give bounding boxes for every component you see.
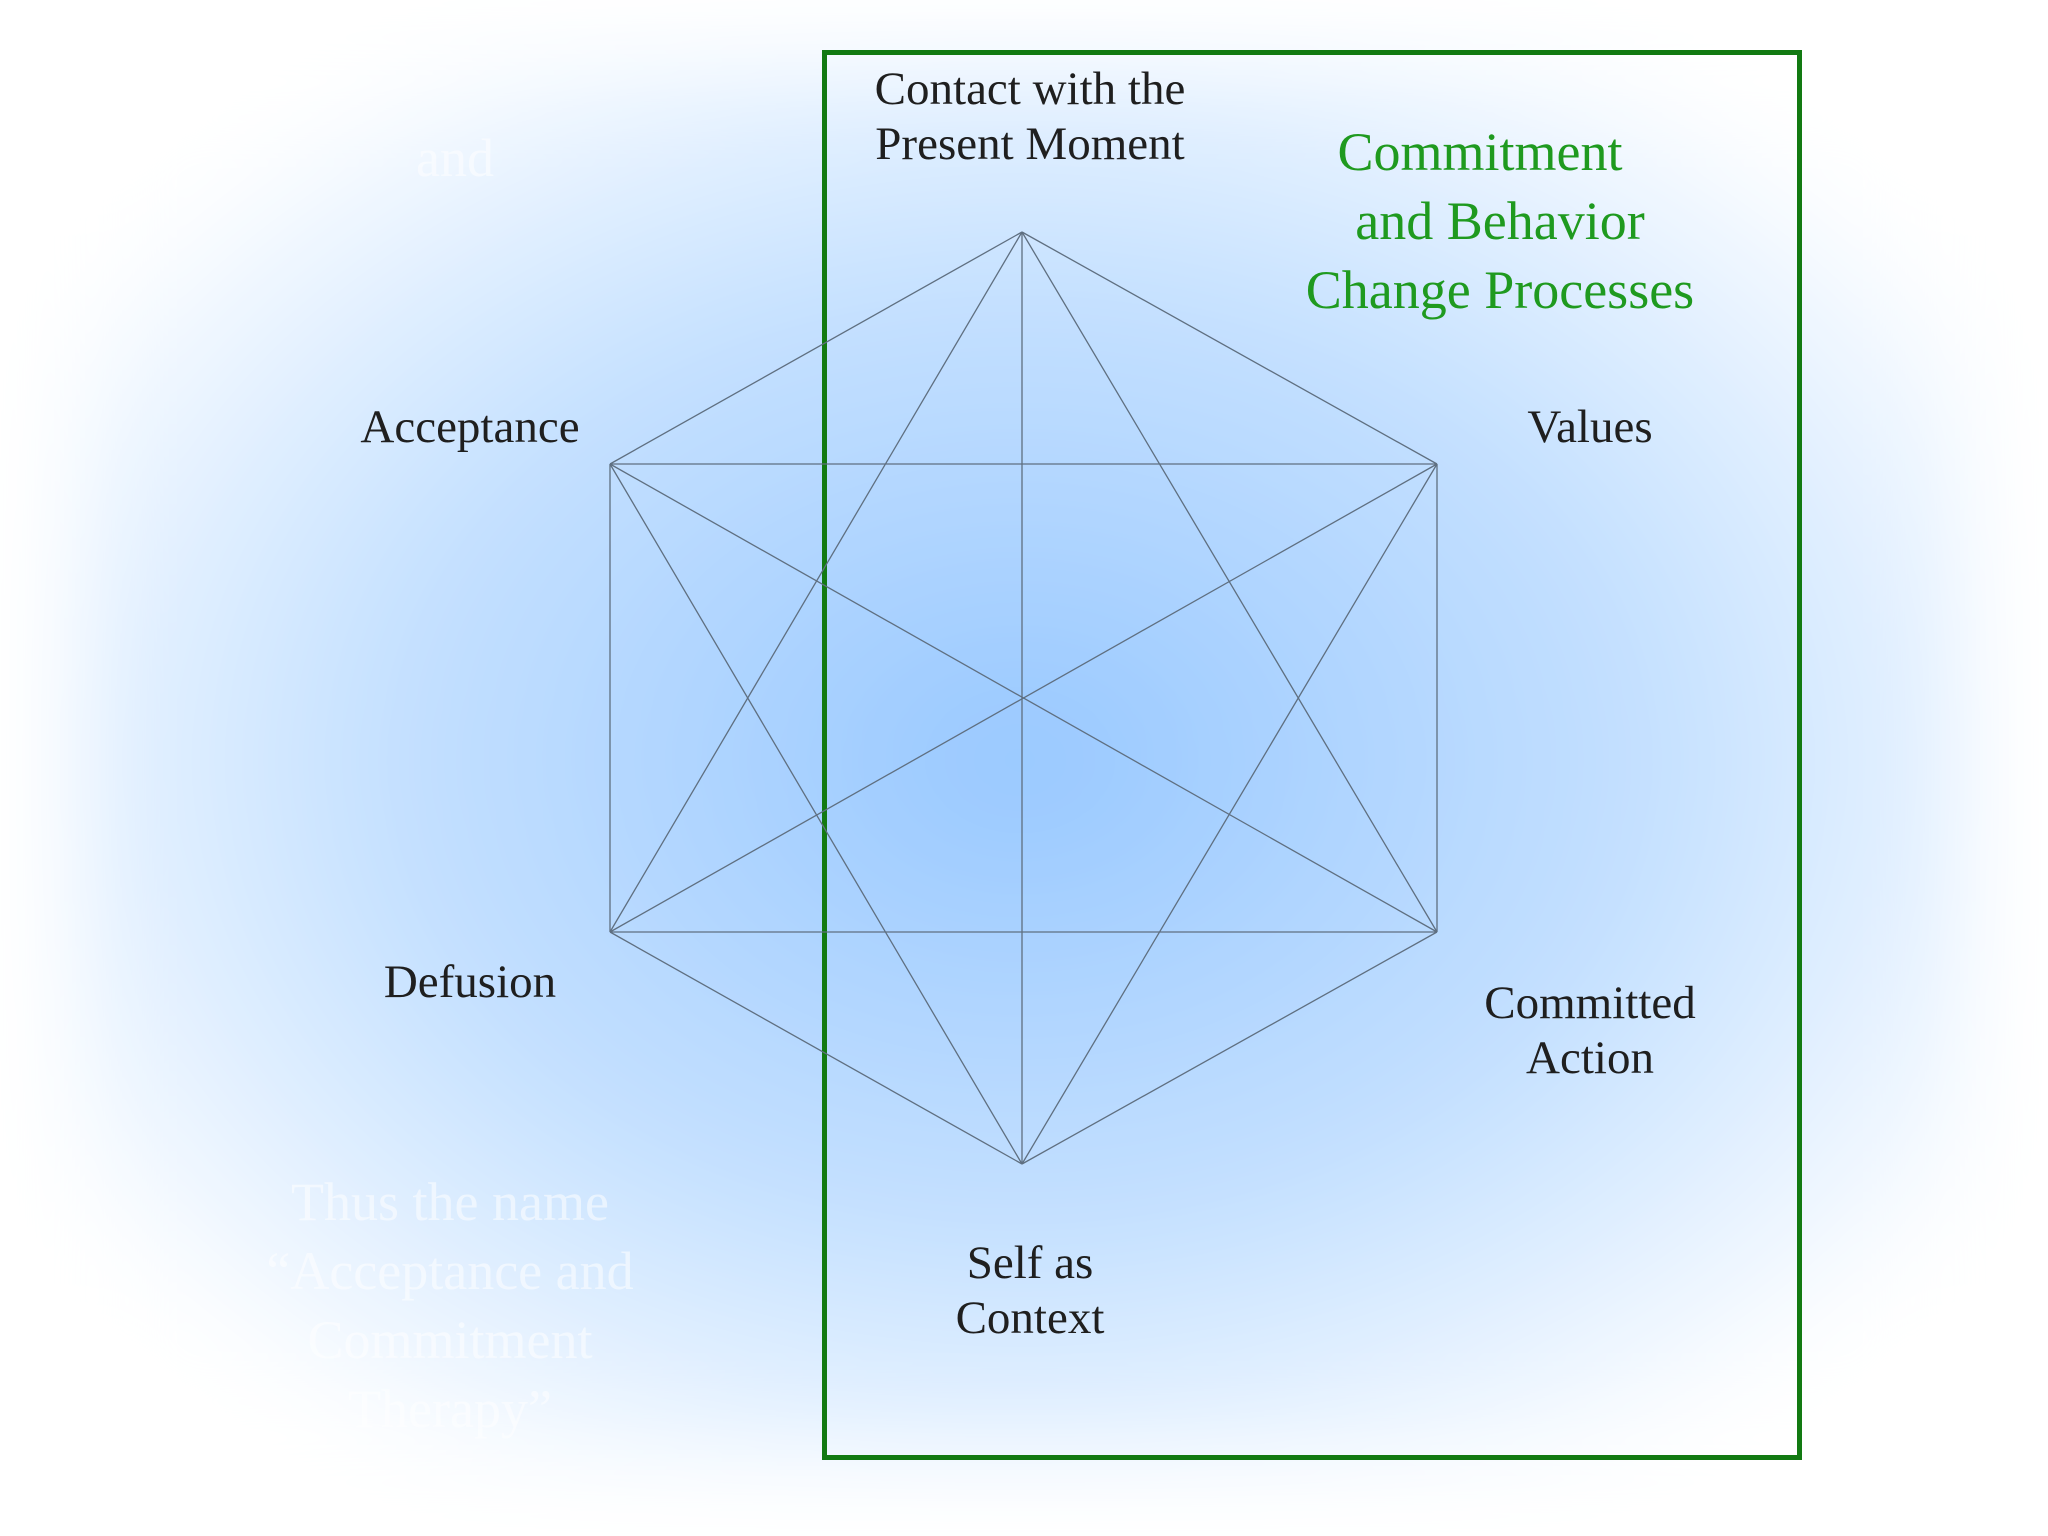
- label-self-as-context-line-1: Self as: [966, 1237, 1094, 1289]
- label-values-text: Values: [1527, 401, 1653, 453]
- label-committed-action-line-2: Action: [1526, 1032, 1654, 1084]
- ghost-caption-line-3: Commitment: [307, 1310, 593, 1370]
- ghost-top-word: and: [416, 128, 494, 188]
- ghost-caption-line-4: Therapy”: [348, 1379, 552, 1439]
- label-present-moment: Contact with the Present Moment: [850, 62, 1210, 172]
- label-acceptance-text: Acceptance: [360, 401, 580, 453]
- ghost-heading-top: and: [345, 124, 565, 193]
- box-heading-line-1: Commitment: [1337, 122, 1623, 182]
- hex-edge-self-as-context-to-defusion: [609, 931, 1023, 1165]
- label-committed-action-line-1: Committed: [1484, 977, 1696, 1029]
- label-defusion-text: Defusion: [383, 956, 557, 1008]
- hex-diagonal-committed-action-to-acceptance: [609, 463, 1438, 933]
- hex-edge-present-moment-to-values: [1021, 231, 1438, 465]
- hex-diagonal-self-as-context-to-acceptance: [609, 463, 1023, 1165]
- label-committed-action: Committed Action: [1470, 976, 1710, 1086]
- box-heading-line-3: Change Processes: [1305, 260, 1695, 320]
- box-heading-line-2: and Behavior: [1355, 191, 1645, 251]
- label-self-as-context: Self as Context: [910, 1236, 1150, 1346]
- commitment-process-box: [822, 50, 1802, 1460]
- label-present-moment-line-2: Present Moment: [875, 118, 1185, 170]
- label-self-as-context-line-2: Context: [955, 1292, 1105, 1344]
- ghost-caption-line-2: “Acceptance and: [266, 1241, 634, 1301]
- ghost-caption-bottom: Thus the name “Acceptance and Commitment…: [220, 1168, 680, 1444]
- hex-diagonal-present-moment-to-defusion: [609, 231, 1023, 933]
- label-values: Values: [1480, 400, 1700, 455]
- ghost-caption-line-1: Thus the name: [291, 1172, 609, 1232]
- hex-edge-committed-action-to-self-as-context: [1021, 931, 1438, 1165]
- label-present-moment-line-1: Contact with the: [874, 63, 1186, 115]
- hex-edge-present-moment-to-acceptance: [609, 231, 1023, 465]
- label-defusion: Defusion: [350, 955, 590, 1010]
- label-acceptance: Acceptance: [340, 400, 600, 455]
- box-heading: Commitment and Behavior Change Processes: [1270, 118, 1730, 325]
